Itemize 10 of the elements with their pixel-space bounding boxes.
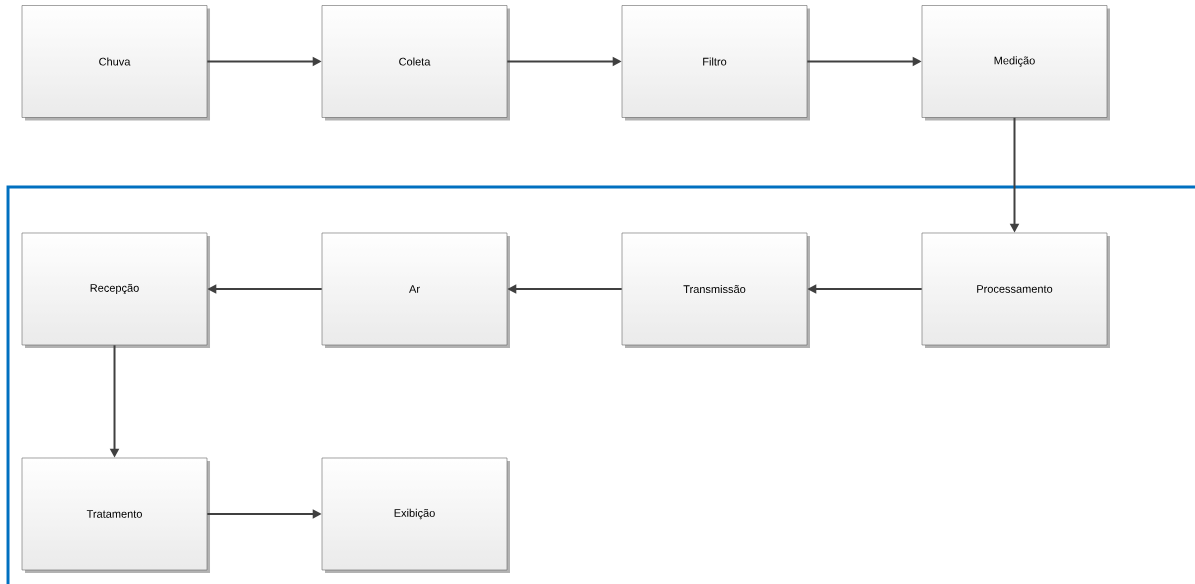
process-box: Coleta (321, 5, 510, 121)
process-box: Ar (321, 232, 510, 348)
process-box: Medição (921, 5, 1110, 121)
process-box: Tratamento (21, 457, 210, 573)
process-box: Chuva (21, 5, 210, 121)
process-box: Transmissão (621, 232, 810, 348)
process-box: Exibição (321, 457, 510, 573)
process-box: Recepção (21, 232, 210, 348)
process-box: Filtro (621, 5, 810, 121)
process-box: Processamento (921, 232, 1110, 348)
